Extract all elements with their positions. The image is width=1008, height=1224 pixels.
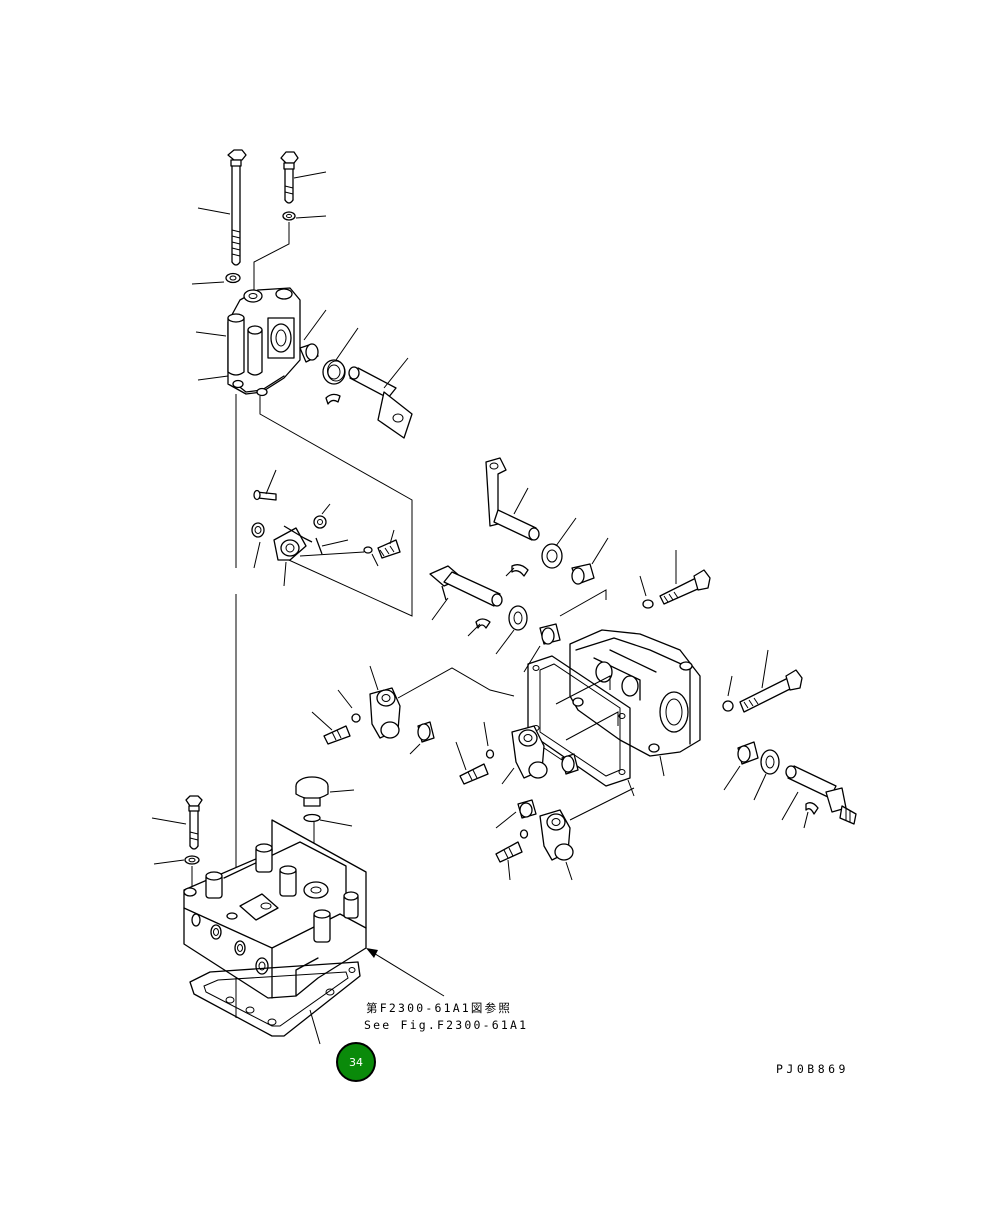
oil-seal — [508, 605, 528, 631]
key-pin — [475, 618, 491, 629]
bushing — [539, 623, 561, 645]
washer — [485, 749, 495, 759]
small-bolt — [377, 539, 401, 559]
bushing — [571, 563, 595, 585]
lever-shaft-middle — [429, 565, 503, 607]
key-pin — [325, 393, 341, 405]
reference-arrow — [366, 948, 378, 958]
oil-seal — [760, 749, 780, 775]
washer — [363, 546, 373, 554]
detent-block — [539, 809, 574, 861]
small-bolt — [253, 489, 277, 501]
washer — [519, 829, 529, 839]
washer — [184, 855, 200, 865]
nut — [313, 515, 327, 529]
breather-plug — [295, 776, 329, 807]
long-bolt — [739, 669, 803, 713]
detent-block — [511, 725, 548, 779]
small-bolt — [323, 725, 351, 745]
o-ring — [303, 813, 321, 823]
oil-seal — [541, 543, 563, 569]
lever-shaft-lower — [785, 765, 857, 825]
oil-seal — [322, 359, 346, 385]
bushing — [417, 721, 435, 743]
bushing — [299, 343, 319, 363]
detent-block — [369, 687, 401, 739]
small-bolt — [495, 841, 523, 863]
bushing — [517, 799, 537, 819]
control-lever — [485, 457, 540, 541]
see-figure-japanese: 第F2300-61A1図参照 — [366, 1001, 513, 1015]
bushing — [251, 522, 265, 538]
page-number: 34 — [349, 1055, 363, 1069]
washer — [351, 713, 361, 723]
see-figure-english: See Fig.F2300-61A1 — [364, 1018, 529, 1032]
upper-valve-housing — [227, 287, 301, 397]
key-pin — [511, 564, 529, 577]
washer — [642, 599, 654, 609]
lever-shaft-upper — [348, 366, 413, 439]
key-pin — [805, 802, 819, 815]
small-bolt — [459, 763, 489, 785]
long-bolt — [659, 569, 711, 605]
lower-gasket — [189, 961, 361, 1037]
page-number-badge: 34 — [336, 1042, 376, 1082]
short-bolt-right — [280, 151, 299, 204]
spring-pin — [315, 537, 323, 555]
bushing — [737, 741, 759, 765]
drawing-code: PJ0B869 — [776, 1062, 849, 1076]
washer — [722, 700, 734, 712]
washer — [225, 272, 241, 284]
long-bolt-lower — [185, 795, 203, 850]
right-valve-housing — [569, 629, 701, 757]
long-bolt-left — [227, 149, 247, 266]
bushing — [561, 753, 579, 775]
washer — [282, 211, 296, 221]
cam-plate — [273, 525, 313, 561]
